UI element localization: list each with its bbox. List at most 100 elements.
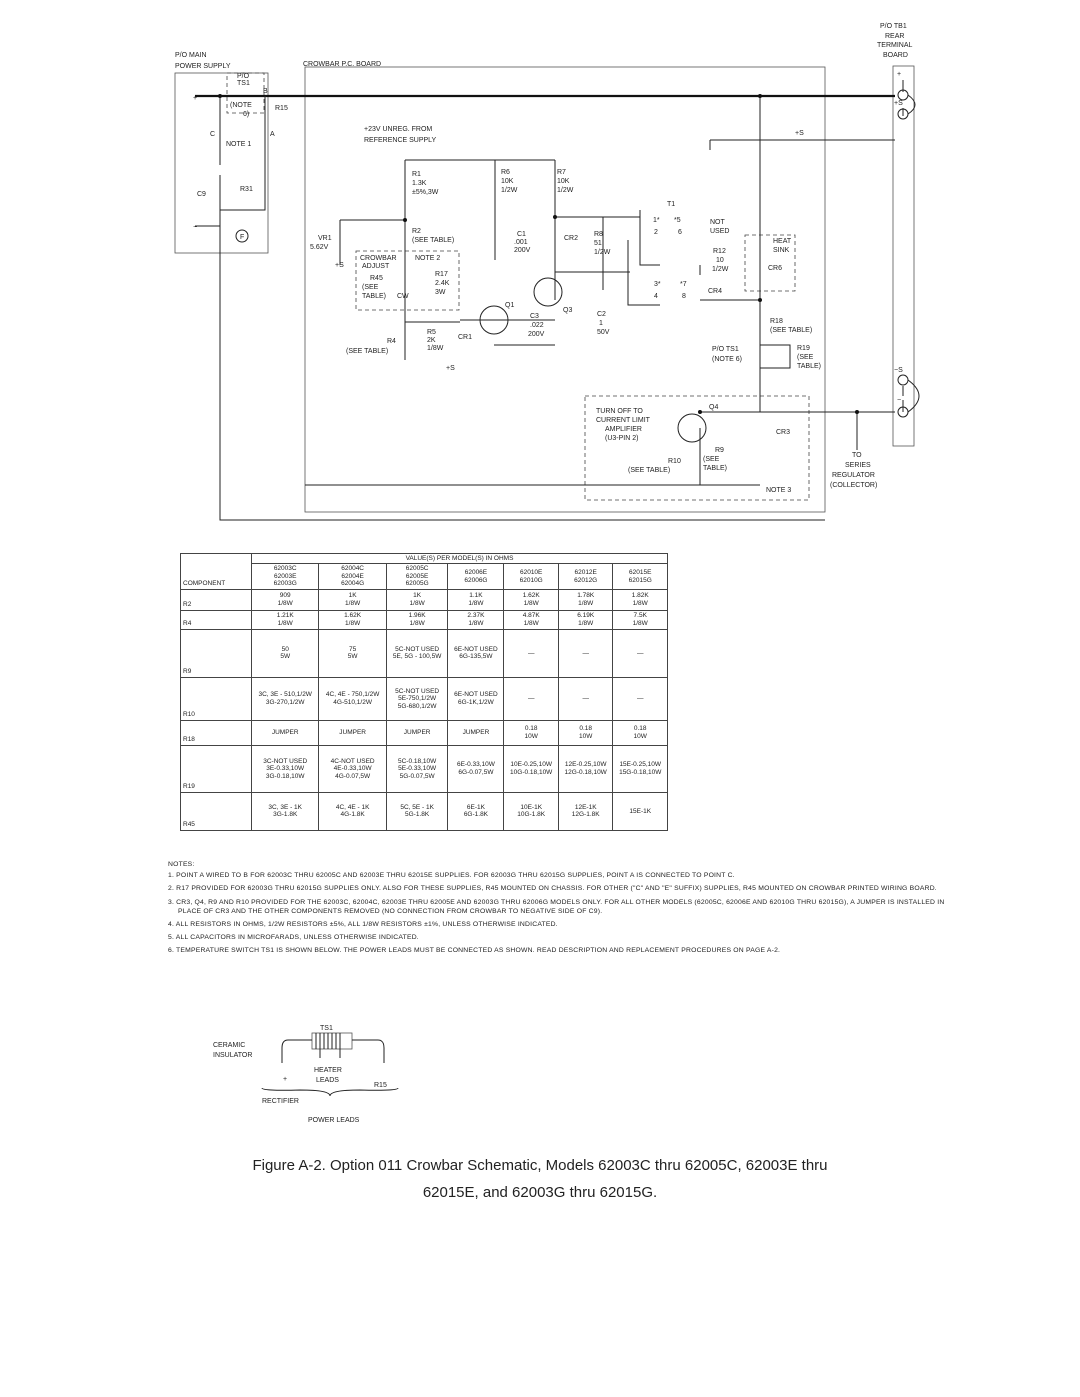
svg-text:(SEE: (SEE [703, 456, 720, 463]
note-item: 6. TEMPERATURE SWITCH TS1 IS SHOWN BELOW… [168, 947, 781, 955]
terminal-jumpers [856, 94, 920, 450]
svg-text:(SEE TABLE): (SEE TABLE) [770, 327, 812, 334]
crowbar-board-box [304, 66, 826, 513]
svg-text:P/O: P/O [237, 73, 250, 80]
model-header: 62015E 62015G [612, 563, 668, 590]
svg-text:1/2W: 1/2W [594, 249, 611, 256]
sense-marker: +S [795, 130, 804, 137]
component-header: COMPONENT [180, 563, 252, 590]
svg-text:CW: CW [397, 293, 409, 300]
svg-text:B: B [263, 88, 268, 95]
svg-text:TURN OFF TO: TURN OFF TO [596, 408, 643, 415]
svg-text:INSULATOR: INSULATOR [213, 1052, 252, 1059]
value-cell: 6E-0.33,10W 6G-0.07,5W [447, 744, 505, 793]
component-cell: R9 [180, 628, 252, 678]
sense-marker: +S [446, 365, 455, 372]
svg-text:+23V UNREG. FROM: +23V UNREG. FROM [364, 126, 432, 133]
svg-text:1.3K: 1.3K [412, 180, 427, 187]
svg-text:POWER LEADS: POWER LEADS [308, 1117, 360, 1124]
svg-text:CR1: CR1 [458, 334, 472, 341]
main-supply-box [174, 72, 269, 254]
svg-text:.022: .022 [530, 322, 544, 329]
value-cell: 3C, 3E - 1K 3G-1.8K [250, 791, 320, 831]
value-cell: JUMPER [318, 719, 387, 746]
value-cell: 50 5W [250, 628, 320, 678]
svg-text:AMPLIFIER: AMPLIFIER [605, 426, 642, 433]
svg-text:R1: R1 [412, 171, 421, 178]
svg-text:HEATER: HEATER [314, 1067, 342, 1074]
figure-caption-line1: Figure A-2. Option 011 Crowbar Schematic… [252, 1157, 828, 1174]
svg-text:(NOTE 6): (NOTE 6) [712, 356, 742, 363]
svg-text:CURRENT LIMIT: CURRENT LIMIT [596, 417, 651, 424]
note-item: 2. R17 PROVIDED FOR 62003G THRU 62015G S… [168, 885, 937, 893]
svg-text:USED: USED [710, 228, 729, 235]
value-cell: 1.1K 1/8W [447, 588, 505, 611]
value-cell: 3C, 3E - 510,1/2W 3G-270,1/2W [250, 676, 320, 721]
value-cell: 1.78K 1/8W [557, 588, 614, 611]
value-cell: 10E-1K 10G-1.8K [503, 791, 559, 831]
svg-text:(U3-PIN 2): (U3-PIN 2) [605, 435, 638, 442]
value-cell: — [557, 628, 614, 678]
svg-text:P/O TB1: P/O TB1 [880, 23, 907, 30]
svg-text:TERMINAL: TERMINAL [877, 42, 913, 49]
svg-text:NOTE 3: NOTE 3 [766, 487, 791, 494]
svg-text:R5: R5 [427, 329, 436, 336]
value-cell: 4C, 4E - 750,1/2W 4G-510,1/2W [318, 676, 387, 721]
svg-text:10: 10 [716, 257, 724, 264]
svg-text:*7: *7 [680, 281, 687, 288]
value-cell: — [557, 676, 614, 721]
svg-text:CR3: CR3 [776, 429, 790, 436]
svg-text:R12: R12 [713, 248, 726, 255]
note-item: 4. ALL RESISTORS IN OHMS, 1/2W RESISTORS… [168, 920, 558, 928]
ts1-box [226, 72, 265, 114]
svg-text:C3: C3 [530, 313, 539, 320]
svg-text:1/8W: 1/8W [427, 345, 444, 352]
svg-text:CR4: CR4 [708, 288, 722, 295]
value-cell: 6E-NOT USED 6G-1K,1/2W [447, 676, 505, 721]
svg-text:±5%,3W: ±5%,3W [412, 189, 439, 196]
component-cell: R19 [180, 744, 252, 793]
model-header: 62012E 62012G [557, 563, 614, 590]
svg-text:A: A [270, 131, 275, 138]
value-cell: 1.62K 1/8W [503, 588, 559, 611]
svg-text:3W: 3W [435, 289, 446, 296]
svg-text:3*: 3* [654, 281, 661, 288]
main-supply-wiring [219, 96, 825, 521]
svg-text:200V: 200V [514, 247, 531, 254]
svg-text:NOT: NOT [710, 219, 726, 226]
svg-text:6: 6 [678, 229, 682, 236]
value-cell: 1.21K 1/8W [250, 609, 320, 630]
value-cell: 0.18 10W [612, 719, 668, 746]
crowbar-board-label: CROWBAR P.C. BOARD [303, 61, 381, 68]
point-f-marker [235, 229, 249, 243]
svg-text:50V: 50V [597, 329, 610, 336]
svg-text:1*: 1* [653, 217, 660, 224]
svg-text:.001: .001 [514, 239, 528, 246]
value-cell: JUMPER [250, 719, 320, 746]
svg-text:2: 2 [654, 229, 658, 236]
value-cell: JUMPER [447, 719, 505, 746]
svg-text:Q3: Q3 [563, 307, 572, 314]
svg-text:*5: *5 [674, 217, 681, 224]
sense-marker: +S [335, 262, 344, 269]
terminal-minus-s [897, 374, 909, 386]
svg-text:(SEE: (SEE [797, 354, 814, 361]
model-header: 62010E 62010G [503, 563, 559, 590]
schematic-labels: P/O MAIN POWER SUPPLY CROWBAR P.C. BOARD… [175, 23, 913, 494]
svg-text:R19: R19 [797, 345, 810, 352]
value-cell: 2.37K 1/8W [447, 609, 505, 630]
value-cell: 5C, 5E - 1K 5G-1.8K [385, 791, 449, 831]
value-cell: 5C-NOT USED 5E, 5G - 100,5W [385, 628, 449, 678]
svg-text:(SEE TABLE): (SEE TABLE) [412, 237, 454, 244]
svg-text:TABLE): TABLE) [362, 293, 386, 300]
svg-text:NOTE 1: NOTE 1 [226, 141, 251, 148]
svg-text:R17: R17 [435, 271, 448, 278]
